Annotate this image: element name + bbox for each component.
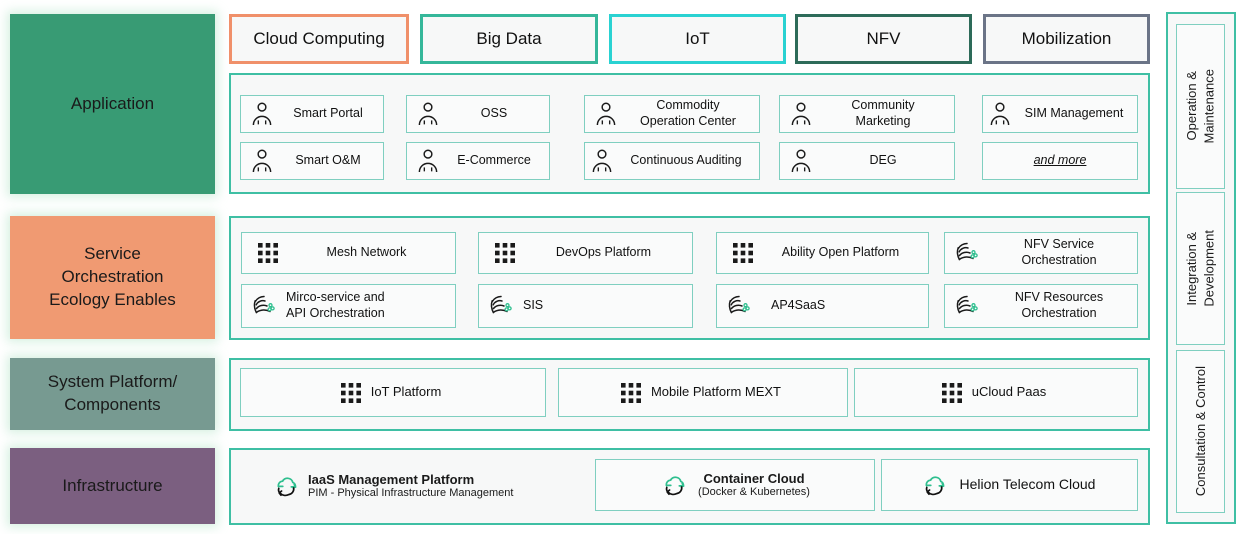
infra-item-sublabel: (Docker & Kubernetes) xyxy=(698,486,810,499)
category-chip-label: Cloud Computing xyxy=(253,29,385,48)
swirl-icon xyxy=(253,295,275,314)
svc-item-mesh-network[interactable]: Mesh Network xyxy=(241,232,456,274)
category-chip-label: IoT xyxy=(685,29,710,48)
dots-grid-icon xyxy=(941,382,962,403)
svc-item-label: Ability Open Platform xyxy=(781,245,900,260)
rail-item-label: Operation & Maintenance xyxy=(1183,69,1217,144)
app-item-label: DEG xyxy=(869,153,897,168)
layer-label-text: Infrastructure xyxy=(62,475,163,495)
swirl-icon xyxy=(956,295,978,314)
svc-item-nfv-service-orchestration[interactable]: NFV Service Orchestration xyxy=(944,232,1138,274)
svc-item-label: AP4SaaS xyxy=(771,298,826,313)
app-item-label: Continuous Auditing xyxy=(630,153,742,168)
infra-item-text-block: Container Cloud (Docker & Kubernetes) xyxy=(698,471,810,500)
app-item-commodity-operation-center[interactable]: Commodity Operation Center xyxy=(584,95,760,133)
svc-item-ap4saas[interactable]: AP4SaaS xyxy=(716,284,929,328)
app-item-label: E-Commerce xyxy=(457,153,531,168)
app-item-community-marketing[interactable]: Community Marketing xyxy=(779,95,955,133)
swirl-icon xyxy=(956,242,978,261)
dots-grid-icon xyxy=(340,382,361,403)
infra-item-helion-telecom-cloud[interactable]: Helion Telecom Cloud xyxy=(881,459,1138,511)
cloud-sync-icon xyxy=(665,476,685,496)
person-icon xyxy=(252,149,272,173)
app-item-label: SIM Management xyxy=(1024,106,1124,121)
app-item-label: Commodity Operation Center xyxy=(640,98,736,128)
person-icon xyxy=(791,102,811,126)
rail-item-consultation-control[interactable]: Consultation & Control xyxy=(1176,350,1225,513)
layer-label-text: Application xyxy=(70,93,155,113)
svc-item-micro-service-api-orchestration[interactable]: Mirco-service and API Orchestration xyxy=(241,284,456,328)
svc-item-nfv-resources-orchestration[interactable]: NFV Resources Orchestration xyxy=(944,284,1138,328)
category-chip-label: NFV xyxy=(866,29,901,48)
sys-item-label: IoT Platform xyxy=(370,384,442,400)
person-icon xyxy=(596,102,616,126)
layer-label-application: Application xyxy=(10,14,215,194)
rail-item-integration-development[interactable]: Integration & Development xyxy=(1176,192,1225,345)
app-item-label: Smart Portal xyxy=(293,106,363,121)
app-item-continuous-auditing[interactable]: Continuous Auditing xyxy=(584,142,760,180)
cloud-sync-icon xyxy=(277,477,297,497)
app-item-oss[interactable]: OSS xyxy=(406,95,550,133)
sys-item-label: Mobile Platform MEXT xyxy=(650,384,782,400)
svc-item-label: NFV Resources Orchestration xyxy=(1014,290,1104,320)
category-chip-big-data[interactable]: Big Data xyxy=(420,14,598,64)
app-item-smart-portal[interactable]: Smart Portal xyxy=(240,95,384,133)
infra-item-label: Helion Telecom Cloud xyxy=(959,476,1096,493)
sys-item-iot-platform[interactable]: IoT Platform xyxy=(240,368,546,417)
layer-label-infrastructure: Infrastructure xyxy=(10,448,215,524)
app-item-label: OSS xyxy=(480,106,508,121)
rail-item-label: Consultation & Control xyxy=(1192,366,1208,497)
cloud-sync-icon xyxy=(925,476,944,496)
category-chip-nfv[interactable]: NFV xyxy=(795,14,972,64)
dots-grid-icon xyxy=(733,243,753,263)
dots-grid-icon xyxy=(620,382,641,403)
svc-item-devops-platform[interactable]: DevOps Platform xyxy=(478,232,693,274)
svc-item-label: DevOps Platform xyxy=(555,245,652,260)
svc-item-label: SIS xyxy=(523,298,544,313)
rail-item-operation-maintenance[interactable]: Operation & Maintenance xyxy=(1176,24,1225,189)
person-icon xyxy=(418,149,438,173)
layer-label-text: System Platform/ Components xyxy=(47,372,178,414)
sys-item-label: uCloud Paas xyxy=(971,384,1047,400)
swirl-icon xyxy=(490,295,512,314)
person-icon xyxy=(791,149,811,173)
category-chip-mobilization[interactable]: Mobilization xyxy=(983,14,1150,64)
infra-item-sublabel: PIM - Physical Infrastructure Management xyxy=(308,487,514,500)
category-chip-label: Big Data xyxy=(476,29,542,48)
person-icon xyxy=(990,102,1010,126)
svc-item-label: NFV Service Orchestration xyxy=(1021,237,1097,267)
svc-item-ability-open-platform[interactable]: Ability Open Platform xyxy=(716,232,929,274)
person-icon xyxy=(252,102,272,126)
category-chip-label: Mobilization xyxy=(1021,29,1112,48)
app-item-label: Smart O&M xyxy=(295,153,361,168)
infra-item-container-cloud[interactable]: Container Cloud (Docker & Kubernetes) xyxy=(595,459,875,511)
person-icon xyxy=(418,102,438,126)
svc-item-sis[interactable]: SIS xyxy=(478,284,693,328)
svc-item-label: Mirco-service and API Orchestration xyxy=(286,290,385,320)
rail-item-label: Integration & Development xyxy=(1183,230,1217,307)
app-item-and-more[interactable]: and more xyxy=(982,142,1138,180)
dots-grid-icon xyxy=(258,243,278,263)
dots-grid-icon xyxy=(495,243,515,263)
category-chip-cloud-computing[interactable]: Cloud Computing xyxy=(229,14,409,64)
infra-item-label: Container Cloud xyxy=(703,470,805,486)
sys-item-mobile-platform-mext[interactable]: Mobile Platform MEXT xyxy=(558,368,848,417)
layer-label-system-platform: System Platform/ Components xyxy=(10,358,215,430)
app-item-e-commerce[interactable]: E-Commerce xyxy=(406,142,550,180)
svc-item-label: Mesh Network xyxy=(326,245,407,260)
infra-item-label: IaaS Management Platform xyxy=(308,471,475,487)
swirl-icon xyxy=(728,295,750,314)
category-chip-iot[interactable]: IoT xyxy=(609,14,786,64)
app-item-label: and more xyxy=(1033,153,1087,168)
app-item-deg[interactable]: DEG xyxy=(779,142,955,180)
sys-item-ucloud-paas[interactable]: uCloud Paas xyxy=(854,368,1138,417)
person-icon xyxy=(592,149,612,173)
app-item-smart-om[interactable]: Smart O&M xyxy=(240,142,384,180)
layer-label-text: Service Orchestration Ecology Enables xyxy=(49,244,176,309)
layer-label-service-orchestration: Service Orchestration Ecology Enables xyxy=(10,216,215,339)
infra-item-iaas-management-platform[interactable]: IaaS Management Platform PIM - Physical … xyxy=(272,462,592,510)
app-item-sim-management[interactable]: SIM Management xyxy=(982,95,1138,133)
app-item-label: Community Marketing xyxy=(851,98,915,128)
infra-item-text-block: IaaS Management Platform PIM - Physical … xyxy=(300,472,592,501)
